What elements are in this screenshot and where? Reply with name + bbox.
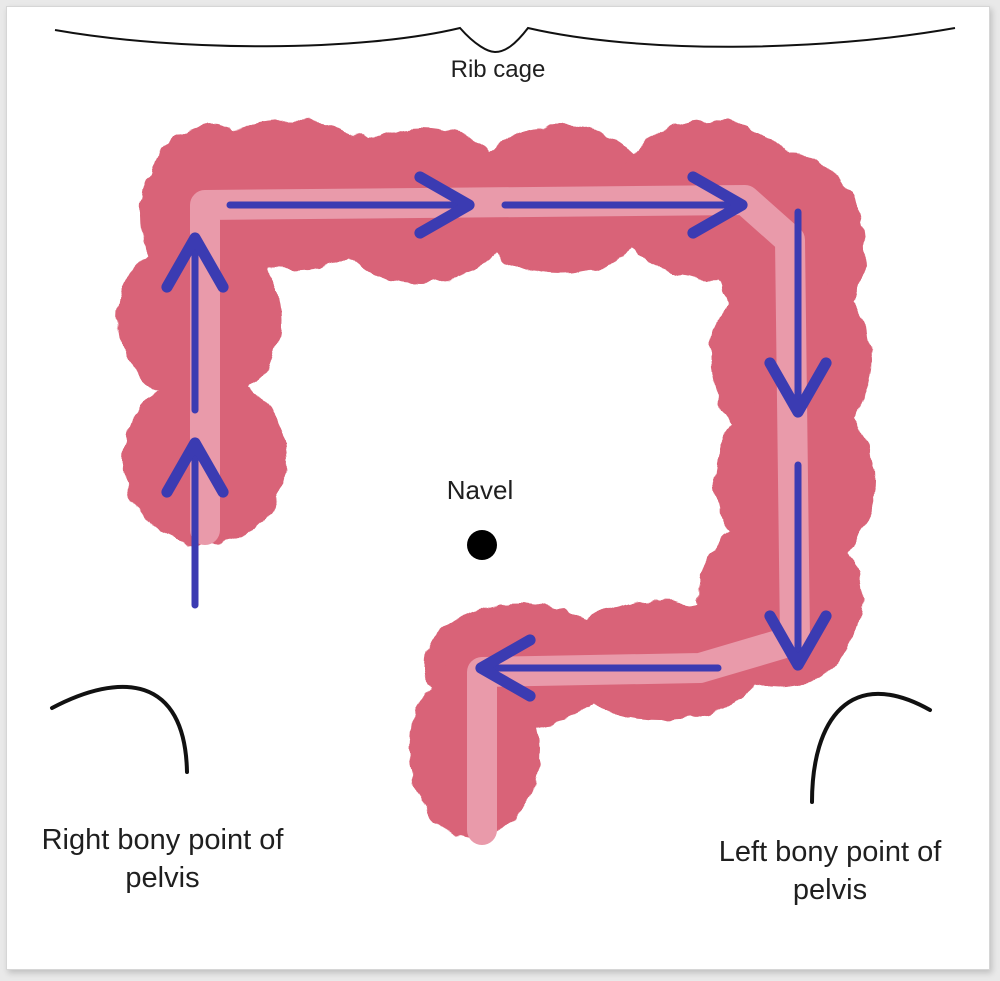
left-pelvis-outline bbox=[810, 691, 932, 804]
navel-dot bbox=[467, 530, 497, 560]
rib-cage-label: Rib cage bbox=[450, 56, 546, 83]
rib-cage-outline bbox=[54, 26, 956, 54]
left-pelvis-label: Left bony point of pelvis bbox=[718, 836, 942, 906]
right-pelvis-label: Right bony point of pelvis bbox=[41, 824, 284, 894]
right-pelvis-outline bbox=[50, 684, 189, 774]
navel-label: Navel bbox=[446, 475, 514, 505]
flow-arrows bbox=[161, 171, 832, 702]
